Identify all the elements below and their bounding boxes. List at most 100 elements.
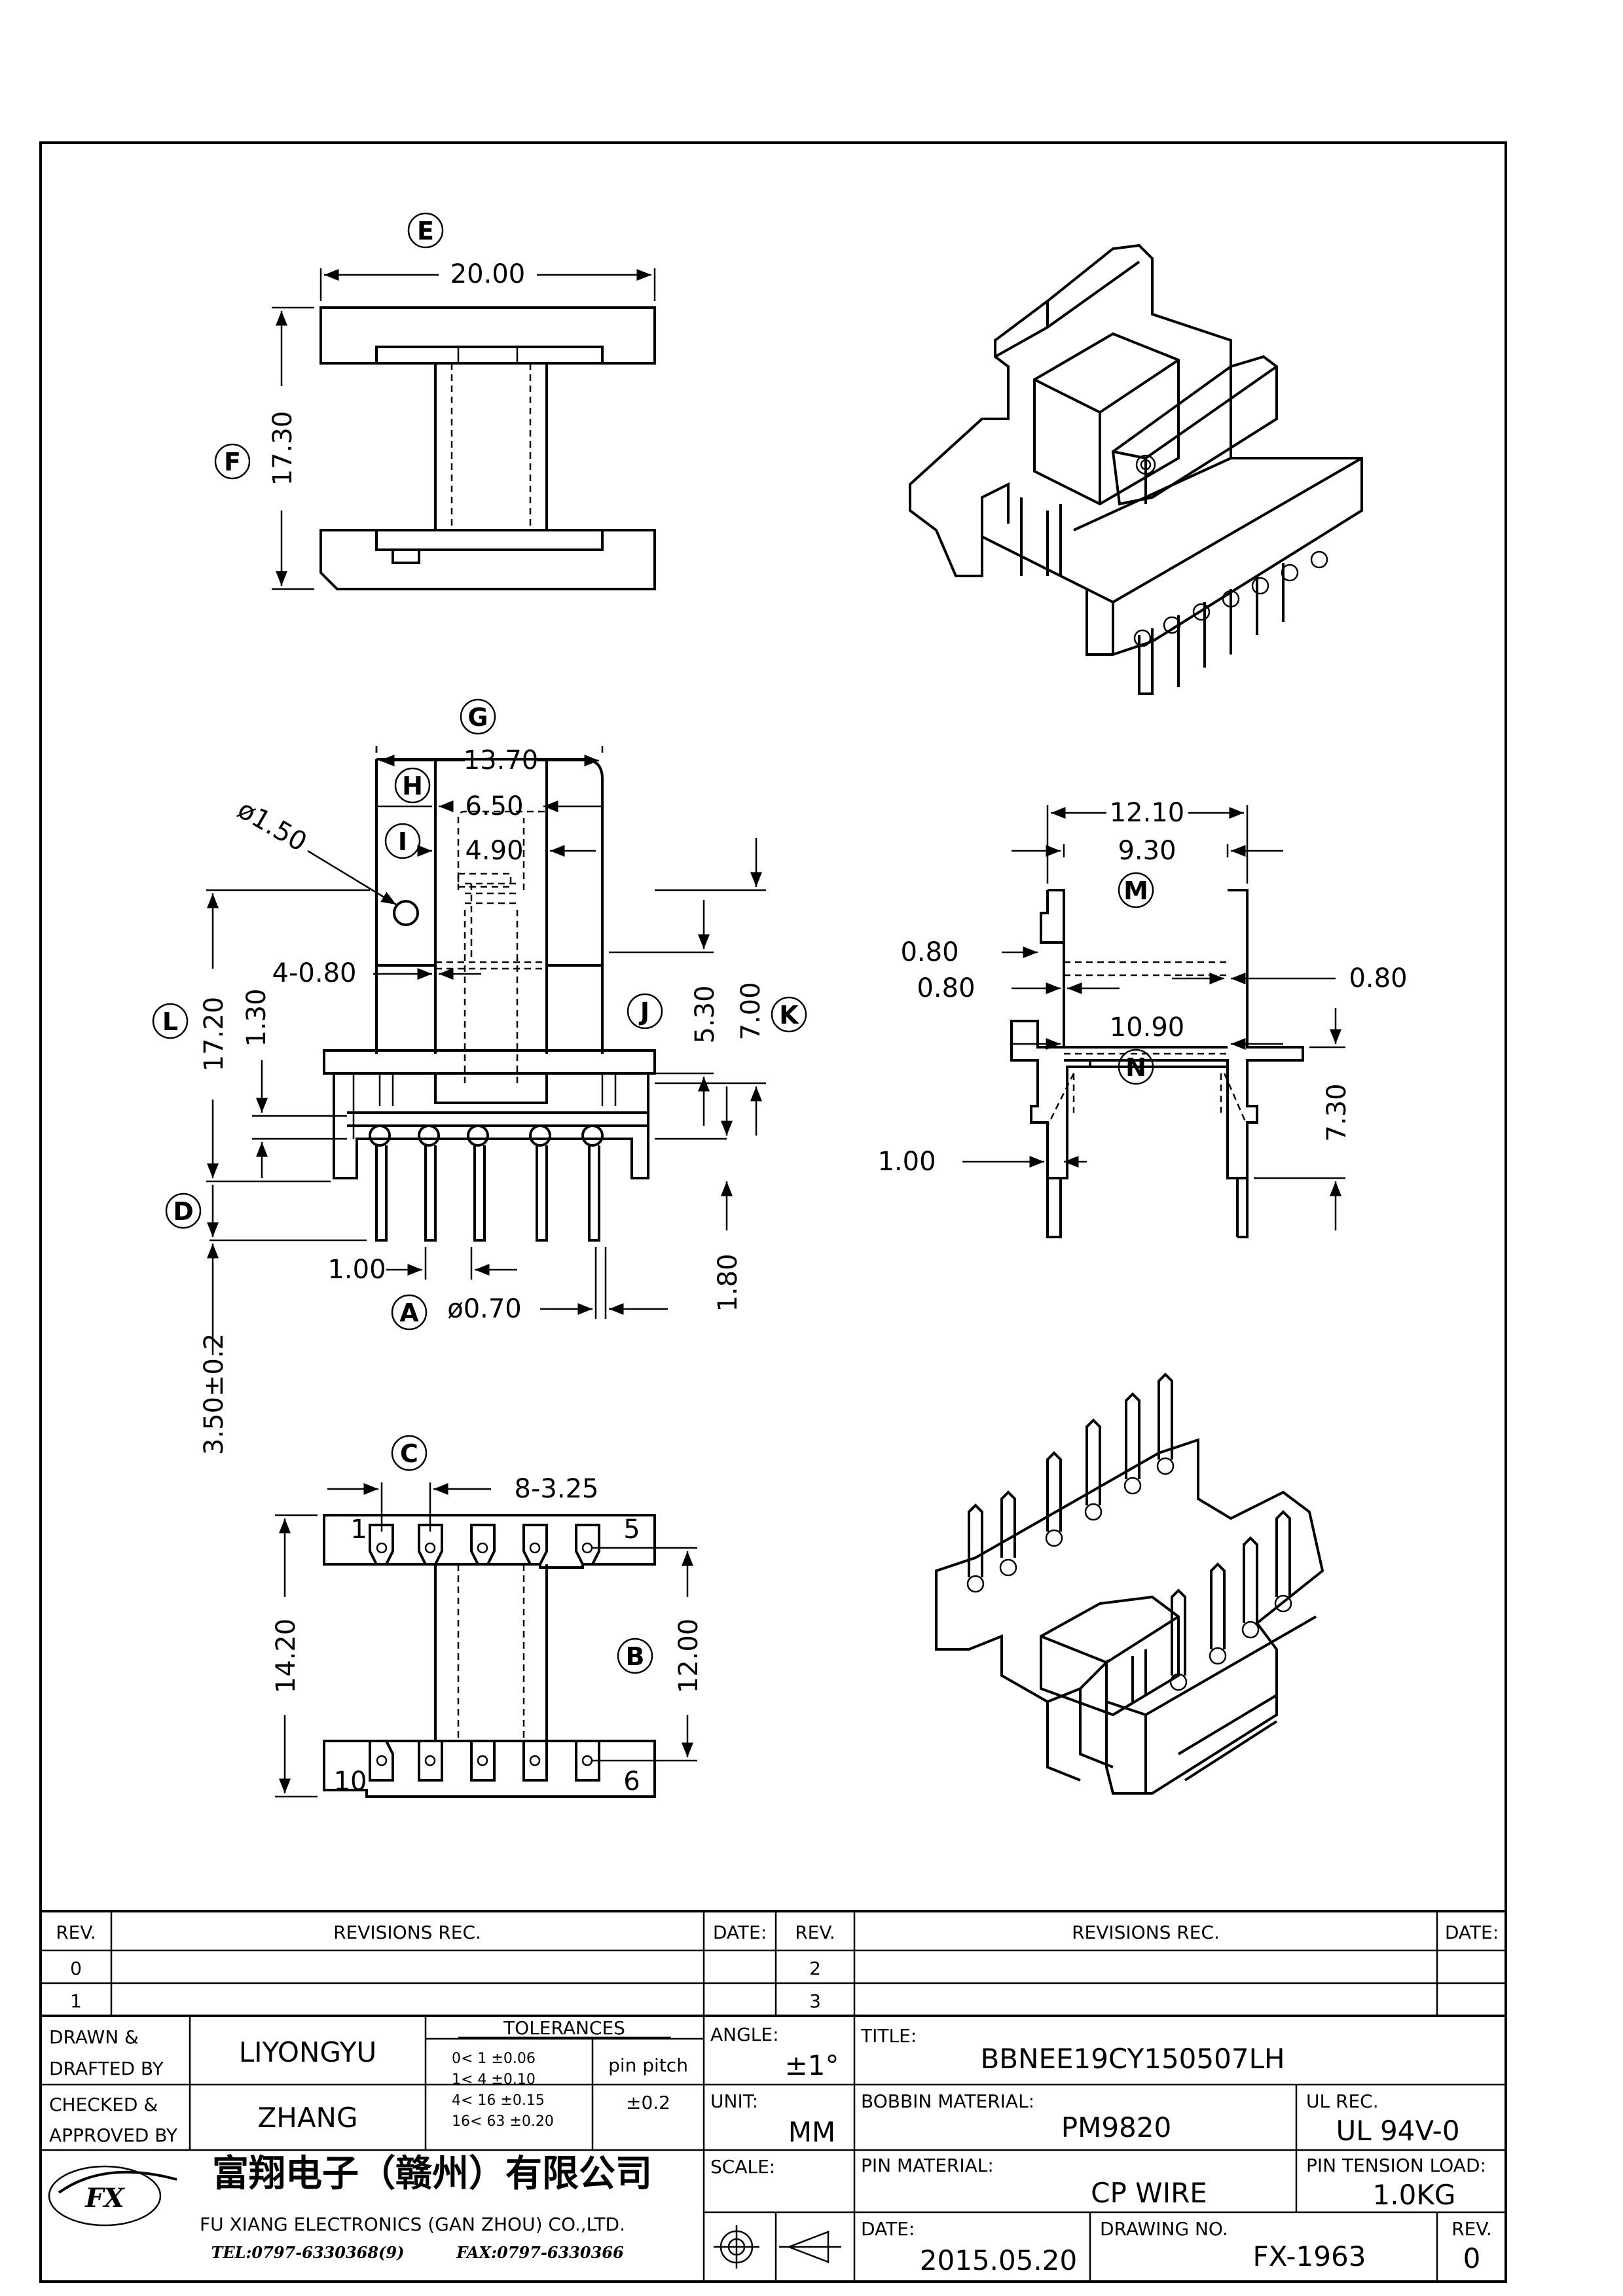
date-header-right: DATE: bbox=[1445, 1922, 1499, 1943]
bottom-view: 1 5 6 10 8-3.25 C 14.20 12.00 B bbox=[271, 1435, 704, 1798]
drawn-label-2: DRAFTED BY bbox=[49, 2058, 164, 2079]
dim-9-30: 9.30 bbox=[1118, 836, 1176, 866]
rev-value: 0 bbox=[1463, 2242, 1481, 2274]
revisions-header-right: REVISIONS REC. bbox=[1072, 1922, 1220, 1943]
drawn-label-1: DRAWN & bbox=[49, 2026, 139, 2048]
drawing-date: 2015.05.20 bbox=[920, 2244, 1077, 2276]
rev-label: REV. bbox=[1451, 2218, 1492, 2240]
pin-tension: 1.0KG bbox=[1373, 2179, 1456, 2211]
label-a: A bbox=[399, 1299, 419, 1327]
scale-label: SCALE: bbox=[710, 2156, 775, 2178]
date-header-left: DATE: bbox=[713, 1922, 767, 1943]
pin-10-label: 10 bbox=[334, 1767, 367, 1797]
dim-14-20: 14.20 bbox=[271, 1619, 301, 1694]
angle-label: ANGLE: bbox=[710, 2024, 779, 2045]
checked-label-2: APPROVED BY bbox=[49, 2125, 178, 2146]
side-view: 12.10 9.30 M 0.80 0.80 0.80 10.90 N 7.30… bbox=[877, 798, 1408, 1238]
drawn-by: LIYONGYU bbox=[239, 2036, 376, 2068]
company-fax: FAX:0797-6330366 bbox=[456, 2243, 624, 2262]
dim-notch: 4-0.80 bbox=[272, 958, 357, 988]
dim-g: 13.70 bbox=[464, 745, 539, 776]
dim-c: 8-3.25 bbox=[515, 1474, 599, 1504]
rev-header-left: REV. bbox=[56, 1922, 96, 1943]
isometric-bottom-view bbox=[935, 1372, 1324, 1795]
label-i: I bbox=[398, 827, 407, 856]
pin-5-label: 5 bbox=[623, 1515, 640, 1545]
title-block: REV. REVISIONS REC. DATE: REV. REVISIONS… bbox=[39, 1910, 1507, 2283]
top-view: 20.00 E 17.30 F bbox=[214, 212, 656, 590]
dim-j: 5.30 bbox=[690, 985, 720, 1043]
dim-0-80-c: 0.80 bbox=[1349, 963, 1407, 994]
label-b: B bbox=[626, 1642, 645, 1671]
company-name-cn: 富翔电子（赣州）有限公司 bbox=[212, 2152, 652, 2195]
unit-label: UNIT: bbox=[710, 2090, 758, 2112]
label-j: J bbox=[638, 997, 649, 1026]
front-view: 13.70 G 6.50 H 4.90 I ø1.50 4-0.80 17.20… bbox=[152, 698, 807, 1455]
dim-h: 6.50 bbox=[465, 791, 523, 821]
rev-3: 3 bbox=[809, 1990, 821, 2012]
rev-1: 1 bbox=[70, 1990, 82, 2012]
bobbin-material-label: BOBBIN MATERIAL: bbox=[861, 2090, 1034, 2112]
label-g: G bbox=[467, 703, 488, 732]
date-label: DATE: bbox=[861, 2218, 915, 2240]
checked-label-1: CHECKED & bbox=[49, 2094, 158, 2115]
label-h: H bbox=[402, 772, 423, 800]
drawing-no-label: DRAWING NO. bbox=[1100, 2218, 1228, 2240]
label-k: K bbox=[779, 1001, 799, 1030]
dim-hole-diameter: ø1.50 bbox=[232, 795, 312, 858]
pin-tension-label: PIN TENSION LOAD: bbox=[1306, 2155, 1486, 2176]
rev-2: 2 bbox=[809, 1958, 821, 1979]
dim-7-30: 7.30 bbox=[1322, 1083, 1352, 1141]
label-c: C bbox=[400, 1439, 418, 1468]
label-n: N bbox=[1125, 1053, 1146, 1082]
revisions-header-left: REVISIONS REC. bbox=[333, 1922, 481, 1943]
label-e: E bbox=[417, 217, 434, 245]
ul-rec-label: UL REC. bbox=[1306, 2090, 1379, 2112]
svg-text:FX: FX bbox=[84, 2183, 125, 2214]
dim-1-80: 1.80 bbox=[713, 1253, 743, 1312]
drawing-number: FX-1963 bbox=[1253, 2240, 1366, 2272]
tolerances-label: TOLERANCES bbox=[503, 2017, 625, 2039]
title-label: TITLE: bbox=[860, 2025, 917, 2047]
pin-6-label: 6 bbox=[623, 1767, 640, 1797]
tolerance-row-3: 4< 16 ±0.15 bbox=[452, 2092, 545, 2109]
label-m: M bbox=[1123, 876, 1148, 905]
dim-0-80-a: 0.80 bbox=[900, 937, 958, 967]
pin-1-label: 1 bbox=[350, 1515, 367, 1545]
angle-value: ±1° bbox=[785, 2049, 839, 2081]
dim-e: 20.00 bbox=[450, 259, 526, 289]
tolerance-row-4: 16< 63 ±0.20 bbox=[452, 2113, 554, 2130]
dim-l: 17.20 bbox=[199, 997, 229, 1072]
pin-material-label: PIN MATERIAL: bbox=[861, 2155, 994, 2176]
rev-0: 0 bbox=[70, 1958, 82, 1979]
tolerance-row-1: 0< 1 ±0.06 bbox=[452, 2051, 536, 2067]
dim-a: ø0.70 bbox=[447, 1294, 522, 1324]
projection-symbol-icon bbox=[714, 2225, 841, 2269]
pin-material: CP WIRE bbox=[1091, 2177, 1207, 2209]
dim-1-00-side: 1.00 bbox=[877, 1147, 936, 1177]
label-d: D bbox=[173, 1197, 194, 1226]
dim-10-90: 10.90 bbox=[1110, 1013, 1185, 1043]
dim-0-80-b: 0.80 bbox=[917, 973, 975, 1003]
unit-value: MM bbox=[788, 2116, 835, 2148]
dim-1-30: 1.30 bbox=[242, 988, 272, 1047]
company-logo-icon: FX bbox=[48, 2165, 177, 2227]
dim-pin-width: 1.00 bbox=[327, 1255, 386, 1285]
company-name-en: FU XIANG ELECTRONICS (GAN ZHOU) CO.,LTD. bbox=[200, 2214, 625, 2235]
dim-b: 12.00 bbox=[674, 1619, 704, 1694]
bobbin-material: PM9820 bbox=[1061, 2111, 1171, 2144]
dim-12-10: 12.10 bbox=[1110, 798, 1185, 828]
sheet-frame bbox=[39, 141, 1507, 2283]
label-f: F bbox=[224, 448, 241, 476]
rev-header-right: REV. bbox=[795, 1922, 835, 1943]
dim-f: 17.30 bbox=[268, 411, 298, 486]
pin-pitch-label: pin pitch bbox=[608, 2054, 688, 2076]
company-tel: TEL:0797-6330368(9) bbox=[211, 2243, 405, 2262]
tolerance-row-2: 1< 4 ±0.10 bbox=[452, 2072, 536, 2088]
label-l: L bbox=[162, 1007, 178, 1036]
isometric-top-view bbox=[909, 243, 1363, 695]
drawing-title: BBNEE19CY150507LH bbox=[980, 2043, 1285, 2075]
checked-by: ZHANG bbox=[257, 2102, 357, 2134]
pin-pitch-value: ±0.2 bbox=[626, 2092, 670, 2113]
